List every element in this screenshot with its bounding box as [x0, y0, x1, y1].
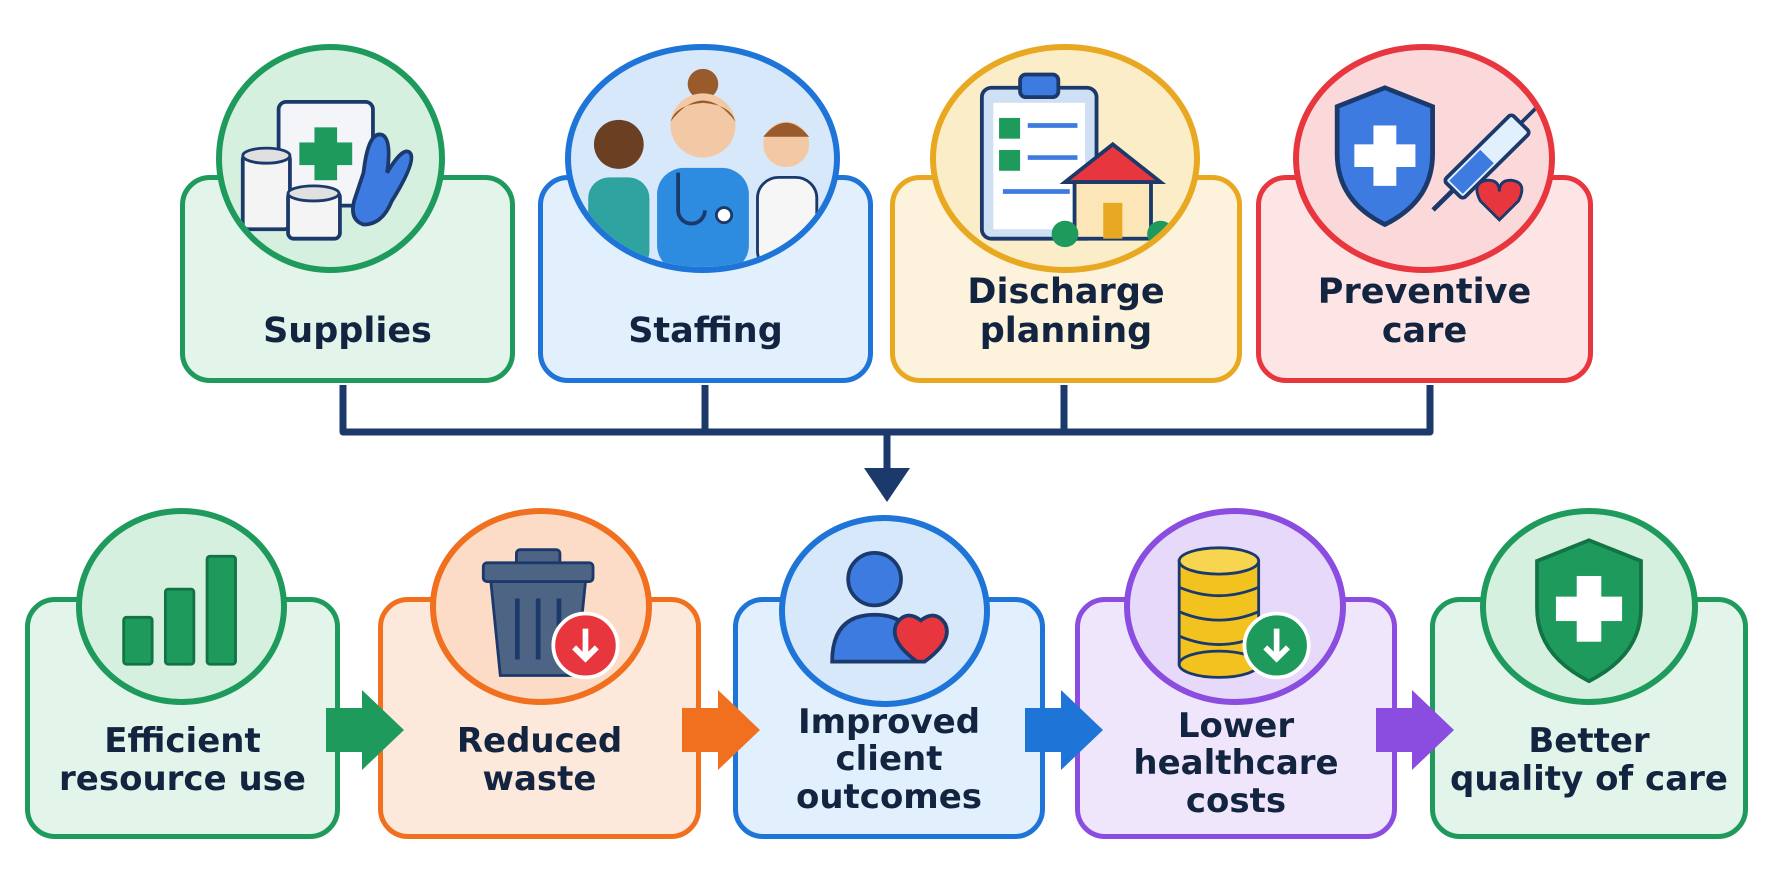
- clipboard-house-icon: [930, 44, 1200, 273]
- outcome-label-costs: Lower healthcare costs: [1133, 705, 1339, 821]
- input-label-supplies: Supplies: [263, 310, 432, 351]
- outcome-label-efficient: Efficient resource use: [59, 721, 306, 799]
- outcome-label-quality: Better quality of care: [1450, 721, 1728, 799]
- input-label-discharge: Discharge planning: [967, 272, 1165, 351]
- shield-cross-icon: [1480, 508, 1698, 705]
- down-arrow-icon: [864, 468, 910, 502]
- person-heart-icon: [779, 515, 990, 707]
- shield-syringe-icon: [1293, 44, 1555, 273]
- outcome-card-outcomes: Improved client outcomes: [733, 597, 1045, 839]
- staff-icon: [565, 44, 840, 273]
- outcome-label-outcomes: Improved client outcomes: [795, 701, 983, 817]
- input-label-preventive: Preventive care: [1317, 272, 1532, 351]
- input-label-staffing: Staffing: [628, 310, 783, 351]
- bar-chart-icon: [76, 508, 287, 705]
- supplies-icon: [216, 44, 445, 273]
- trash-down-icon: [430, 508, 652, 705]
- coins-down-icon: [1124, 508, 1346, 705]
- outcome-label-waste: Reduced waste: [456, 721, 623, 799]
